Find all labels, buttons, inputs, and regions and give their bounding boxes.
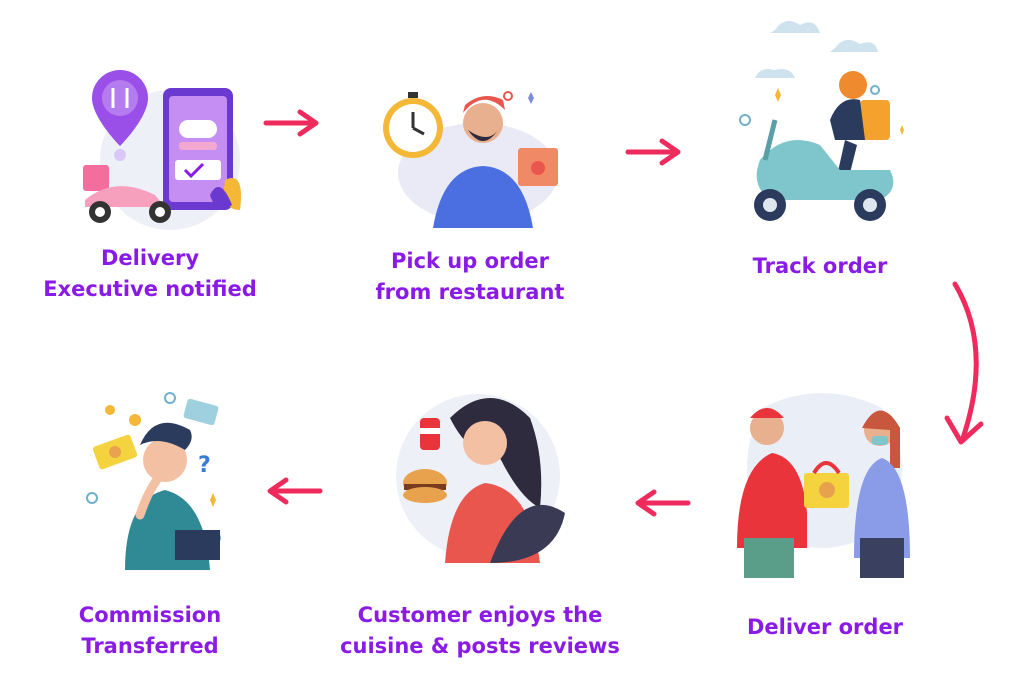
pickup-order-illustration [383,91,558,228]
step-label: Deliver order [746,615,904,639]
arrow-left-icon [267,477,323,505]
arrow-right-icon [625,138,681,166]
delivery-notification-illustration [83,70,241,230]
step-label: Pick up order from restaurant [375,249,565,304]
scooter-rider-illustration [739,21,904,221]
commission-illustration: ? [86,392,221,570]
arrow-curved-down-icon [944,281,984,445]
step-label: Track order [752,254,888,278]
arrow-left-icon [635,489,691,517]
handover-illustration [737,393,910,578]
arrow-right-icon [263,109,319,137]
step-label: Delivery Executive notified [43,246,257,301]
svg-text:?: ? [198,453,211,478]
step-label: Commission Transferred [78,603,222,658]
customer-eating-illustration [396,394,565,563]
step-label: Customer enjoys the cuisine & posts revi… [340,603,620,658]
